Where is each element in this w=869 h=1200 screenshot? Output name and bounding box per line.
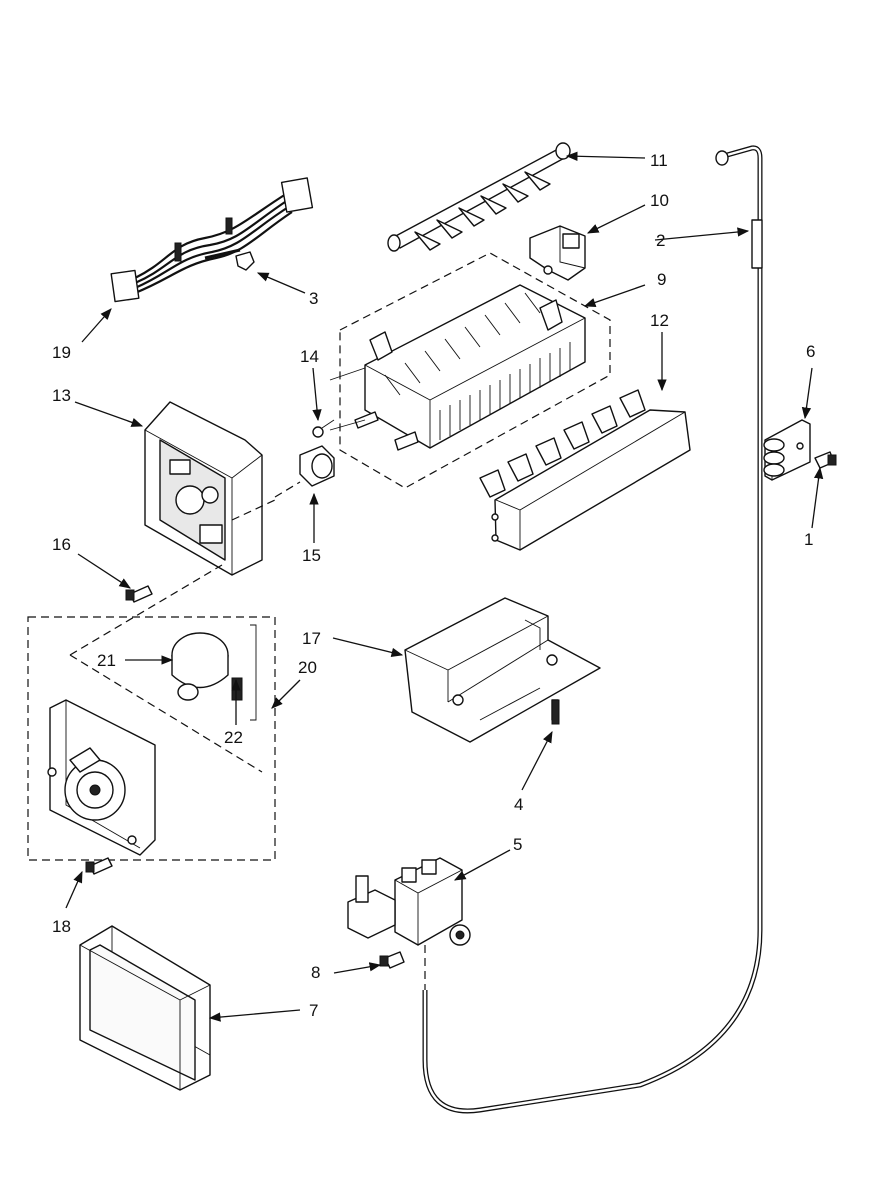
callout-4: 4 <box>514 795 523 814</box>
callout-labels: 1 2 3 4 5 6 7 8 9 10 11 12 13 14 15 16 1… <box>52 151 815 1020</box>
callout-15: 15 <box>302 546 321 565</box>
tube-clamp-part <box>763 419 811 481</box>
callout-8: 8 <box>311 963 320 982</box>
fill-tube-part <box>422 145 763 1114</box>
callout-2: 2 <box>656 231 665 250</box>
callout-17: 17 <box>302 629 321 648</box>
callout-14: 14 <box>300 347 319 366</box>
callout-21: 21 <box>97 651 116 670</box>
callout-6: 6 <box>806 342 815 361</box>
stripper-part <box>479 389 691 551</box>
callout-10: 10 <box>650 191 669 210</box>
callout-13: 13 <box>52 386 71 405</box>
mounting-bracket-part <box>529 225 586 281</box>
callout-19: 19 <box>52 343 71 362</box>
callout-9: 9 <box>657 270 666 289</box>
screw-1-part <box>814 451 837 469</box>
callout-12: 12 <box>650 311 669 330</box>
callout-1: 1 <box>804 530 813 549</box>
shaft-clip-part <box>312 419 335 438</box>
wire-harness-part <box>110 177 314 303</box>
callout-11: 11 <box>650 151 668 170</box>
pad-part <box>79 925 211 1091</box>
screw-8-part <box>379 951 405 969</box>
wire-clip-part <box>235 251 255 271</box>
cover-part <box>404 597 601 743</box>
callout-16: 16 <box>52 535 71 554</box>
motor-assembly-part <box>27 564 276 861</box>
control-module-part <box>144 401 276 576</box>
thermostat-part <box>274 445 335 498</box>
screw-18-part <box>85 857 113 875</box>
leader-lines <box>65 151 824 1022</box>
screw-4-part <box>551 699 560 725</box>
ice-mold-part <box>329 252 611 489</box>
water-valve-part <box>347 857 471 990</box>
callout-5: 5 <box>513 835 522 854</box>
callout-22: 22 <box>224 728 243 747</box>
callout-20: 20 <box>298 658 317 677</box>
ejector-part <box>387 142 571 252</box>
screw-16-part <box>125 585 153 603</box>
callout-7: 7 <box>309 1001 318 1020</box>
callout-18: 18 <box>52 917 71 936</box>
callout-3: 3 <box>309 289 318 308</box>
